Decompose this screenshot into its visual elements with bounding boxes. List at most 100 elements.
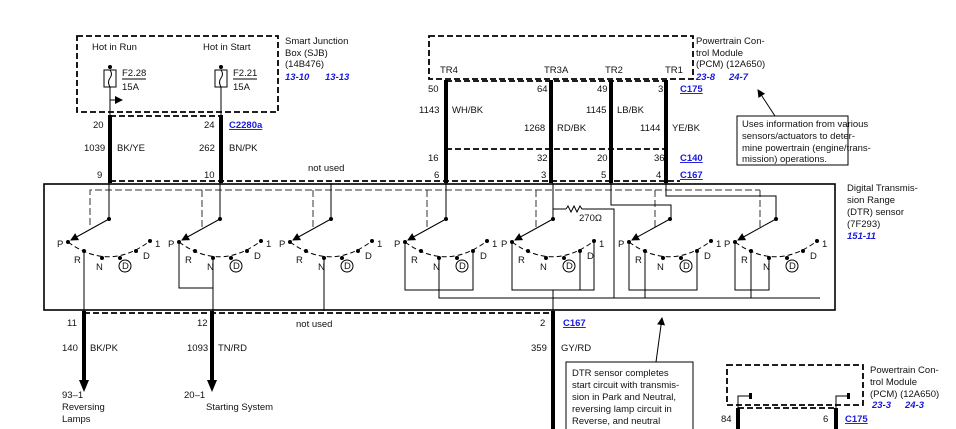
wire-color: RD/BK xyxy=(557,123,587,134)
pin-number: 64 xyxy=(537,84,548,95)
svg-text:reversing lamp circuit in: reversing lamp circuit in xyxy=(572,404,672,415)
switch-position-label: 1 xyxy=(266,239,271,250)
fuse-f228-label: F2.28 xyxy=(122,68,146,79)
contact-dot xyxy=(107,217,111,221)
pcm-ref-link[interactable]: 24-3 xyxy=(904,400,925,411)
switch-position-label: N xyxy=(318,262,325,273)
switch-position-label: D xyxy=(365,251,372,262)
overdrive-circle-icon xyxy=(455,259,469,273)
circuit-number: 1143 xyxy=(419,105,439,116)
starting-system-ref-link[interactable]: 20–1 xyxy=(184,390,205,401)
switch-position-label: D xyxy=(704,251,711,262)
terminal-label: TR3A xyxy=(544,65,569,76)
pin-number: 10 xyxy=(204,170,215,181)
overdrive-circle-icon xyxy=(118,259,132,273)
contact-dot xyxy=(370,239,374,243)
switch-position-label: R xyxy=(185,255,192,266)
contact-dot xyxy=(229,256,233,260)
connector-c167-link[interactable]: C167 xyxy=(680,170,703,181)
switch-position-label: D xyxy=(480,251,487,262)
switch-position-label: R xyxy=(741,255,748,266)
contact-dot xyxy=(259,239,263,243)
switch-position-label: P xyxy=(168,239,174,250)
connector-c140-link[interactable]: C140 xyxy=(680,153,703,164)
contact-dot xyxy=(356,249,360,253)
circuit-number: 1093 xyxy=(187,343,208,354)
hot-in-run-label: Hot in Run xyxy=(92,42,137,53)
svg-text:Uses information from various: Uses information from various xyxy=(742,119,868,130)
destination-label: Lamps xyxy=(62,414,91,425)
contact-dot xyxy=(66,240,70,244)
switch-position-label: D xyxy=(233,261,240,272)
pcm-ref-link[interactable]: 23-3 xyxy=(871,400,892,411)
wire-color: BK/YE xyxy=(117,143,145,154)
svg-text:trol Module: trol Module xyxy=(870,377,917,388)
wire-color: YE/BK xyxy=(672,123,701,134)
contact-dot xyxy=(340,256,344,260)
contact-dot xyxy=(419,249,423,253)
pin-number: 12 xyxy=(197,318,208,329)
pcm-label: Powertrain Con- xyxy=(696,36,765,47)
pin-number: 16 xyxy=(428,153,439,164)
switch-position-label: D xyxy=(143,251,150,262)
connector-c175-link[interactable]: C175 xyxy=(845,414,868,425)
switch-position-label: D xyxy=(344,261,351,272)
contact-dot xyxy=(544,256,548,260)
dtr-ref-link[interactable]: 151-11 xyxy=(847,231,876,242)
switch-position-label: D xyxy=(254,251,261,262)
arrow-down-icon xyxy=(207,380,217,392)
connector-c2280a-link[interactable]: C2280a xyxy=(229,120,263,131)
pin-number: 6 xyxy=(434,170,439,181)
fuse-icon xyxy=(103,65,123,115)
sjb-ref-link[interactable]: 13-10 xyxy=(285,72,310,83)
connector-c167-link[interactable]: C167 xyxy=(563,318,586,329)
switch-position-label: P xyxy=(279,239,285,250)
contact-dot xyxy=(661,256,665,260)
switch-position-label: P xyxy=(394,239,400,250)
svg-text:(DTR) sensor: (DTR) sensor xyxy=(847,207,904,218)
powertrain-control-module: TR4 TR3A TR2 TR1 Powertrain Con- trol Mo… xyxy=(428,35,765,83)
switch-position-label: D xyxy=(122,261,129,272)
hot-in-start-label: Hot in Start xyxy=(203,42,251,53)
pcm-ref-link[interactable]: 23-8 xyxy=(695,72,716,83)
switch-position-label: 1 xyxy=(822,239,827,250)
svg-text:mine powertrain (engine/trans-: mine powertrain (engine/trans- xyxy=(742,143,871,154)
contact-dot xyxy=(245,249,249,253)
pcm-ref-link[interactable]: 24-7 xyxy=(728,72,749,83)
switch-position-label: D xyxy=(566,261,573,272)
svg-text:start circuit with transmis-: start circuit with transmis- xyxy=(572,380,679,391)
destination-label: Starting System xyxy=(206,402,273,413)
switch-position-label: 1 xyxy=(492,239,497,250)
pin-number: 5 xyxy=(601,170,606,181)
pin-number: 32 xyxy=(537,153,548,164)
pin-number: 2 xyxy=(540,318,545,329)
fuse-icon xyxy=(214,65,228,115)
contact-dot xyxy=(709,239,713,243)
switch-position-label: R xyxy=(411,255,418,266)
switch-position-label: N xyxy=(207,262,214,273)
connector-c175-link[interactable]: C175 xyxy=(680,84,703,95)
switch-position-label: N xyxy=(540,262,547,273)
contact-dot xyxy=(526,249,530,253)
svg-text:Reverse, and neutral: Reverse, and neutral xyxy=(572,416,660,427)
reversing-lamps-ref-link[interactable]: 93–1 xyxy=(62,390,83,401)
sjb-ref-link[interactable]: 13-13 xyxy=(325,72,350,83)
pin-number: 3 xyxy=(658,84,663,95)
svg-text:DTR sensor completes: DTR sensor completes xyxy=(572,368,669,379)
contact-dot xyxy=(118,256,122,260)
sjb-label: Box (SJB) xyxy=(285,48,328,59)
switch-position-label: 1 xyxy=(155,239,160,250)
switch-position-label: R xyxy=(635,255,642,266)
fuse-f221-label: F2.21 xyxy=(233,68,257,79)
switch-position-label: 1 xyxy=(716,239,721,250)
contact-dot xyxy=(485,239,489,243)
overdrive-circle-icon xyxy=(785,259,799,273)
contact-dot xyxy=(815,239,819,243)
switch-position-label: 1 xyxy=(377,239,382,250)
